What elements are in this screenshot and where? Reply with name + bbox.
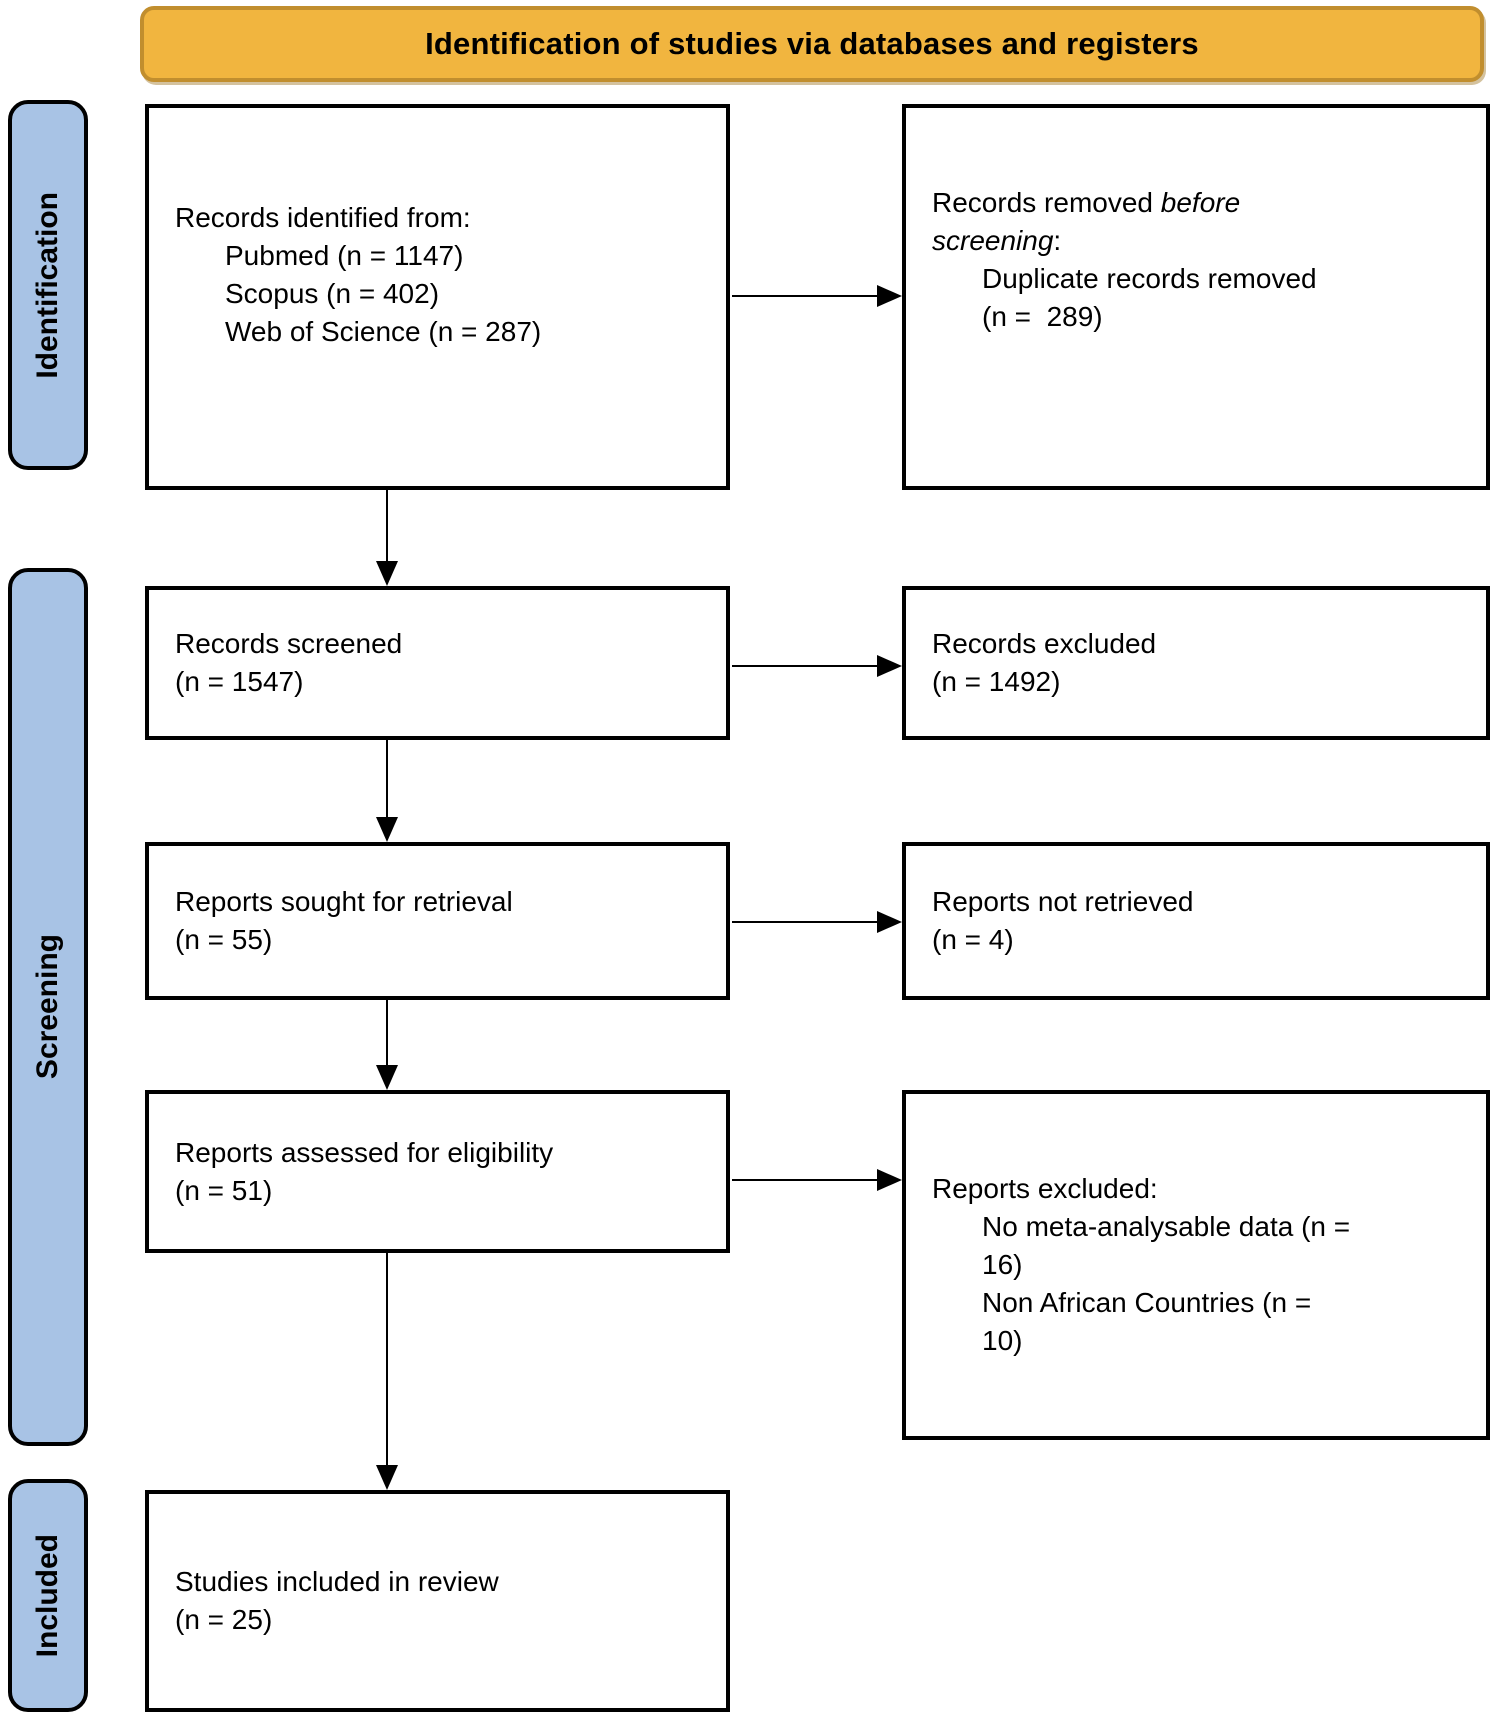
stage-label-screening: Screening [31,934,64,1080]
reports-excluded-item1-line1: No meta-analysable data (n = [982,1211,1351,1242]
box-records-identified: Records identified from: Pubmed (n = 114… [145,104,730,490]
reports-sought-label: Reports sought for retrieval [175,886,513,917]
reports-not-retrieved-count: (n = 4) [932,924,1014,955]
records-excluded-label: Records excluded [932,628,1157,659]
arrow-assessed-to-included [376,1253,398,1490]
stage-bar-included: Included [8,1479,88,1712]
arrow-sought-to-assessed [376,1000,398,1090]
records-excluded-count: (n = 1492) [932,666,1061,697]
box-reports-not-retrieved: Reports not retrieved (n = 4) [902,842,1490,1000]
reports-assessed-label: Reports assessed for eligibility [175,1136,554,1168]
studies-included-count: (n = 25) [175,1604,273,1635]
stage-bar-screening: Screening [8,568,88,1446]
records-identified-item-pubmed: Pubmed (n = 1147) [225,240,464,271]
arrow-identified-to-removed [732,285,902,307]
records-identified-item-scopus: Scopus (n = 402) [225,278,440,309]
title-banner: Identification of studies via databases … [140,6,1484,82]
box-reports-assessed: Reports assessed for eligibility (n = 51… [145,1090,730,1253]
records-removed-heading-italic-1: before [1160,187,1241,218]
box-records-excluded: Records excluded (n = 1492) [902,586,1490,740]
studies-included-label: Studies included in review [175,1566,499,1597]
reports-excluded-item2-line2: 10) [982,1325,1023,1356]
arrow-assessed-to-reports-excluded [732,1169,902,1191]
box-reports-sought: Reports sought for retrieval (n = 55) [145,842,730,1000]
records-removed-heading: Records removed before screening: [932,184,1240,260]
stage-label-identification: Identification [31,191,64,379]
stage-label-included: Included [31,1533,64,1658]
diagram-title: Identification of studies via databases … [425,26,1199,61]
arrow-identified-to-screened [376,490,398,586]
duplicate-records-line-1: Duplicate records removed [982,263,1317,294]
records-removed-heading-normal: Records removed [932,187,1161,218]
box-records-screened: Records screened (n = 1547) [145,586,730,740]
box-studies-included: Studies included in review (n = 25) [145,1490,730,1712]
records-screened-label: Records screened [175,628,403,659]
records-removed-heading-italic-2: screening [932,225,1054,256]
reports-sought-count: (n = 55) [175,924,273,955]
duplicate-records-line-2: (n = 289) [982,301,1103,332]
box-records-removed: Records removed before screening: Duplica… [902,104,1490,490]
reports-excluded-heading: Reports excluded: [932,1173,1158,1204]
arrow-screened-to-sought [376,740,398,842]
arrow-sought-to-not-retrieved [732,911,902,933]
box-reports-excluded: Reports excluded: No meta-analysable dat… [902,1090,1490,1440]
stage-bar-identification: Identification [8,100,88,470]
arrow-screened-to-excluded [732,655,902,677]
records-identified-heading: Records identified from: [175,202,471,233]
reports-excluded-item1-line2: 16) [982,1249,1023,1280]
records-removed-heading-colon: : [1053,225,1062,256]
reports-excluded-item2-line1: Non African Countries (n = [982,1287,1312,1318]
records-identified-item-wos: Web of Science (n = 287) [225,316,542,347]
reports-not-retrieved-label: Reports not retrieved [932,886,1194,917]
reports-assessed-count: (n = 51) [175,1174,273,1206]
records-screened-count: (n = 1547) [175,666,304,697]
